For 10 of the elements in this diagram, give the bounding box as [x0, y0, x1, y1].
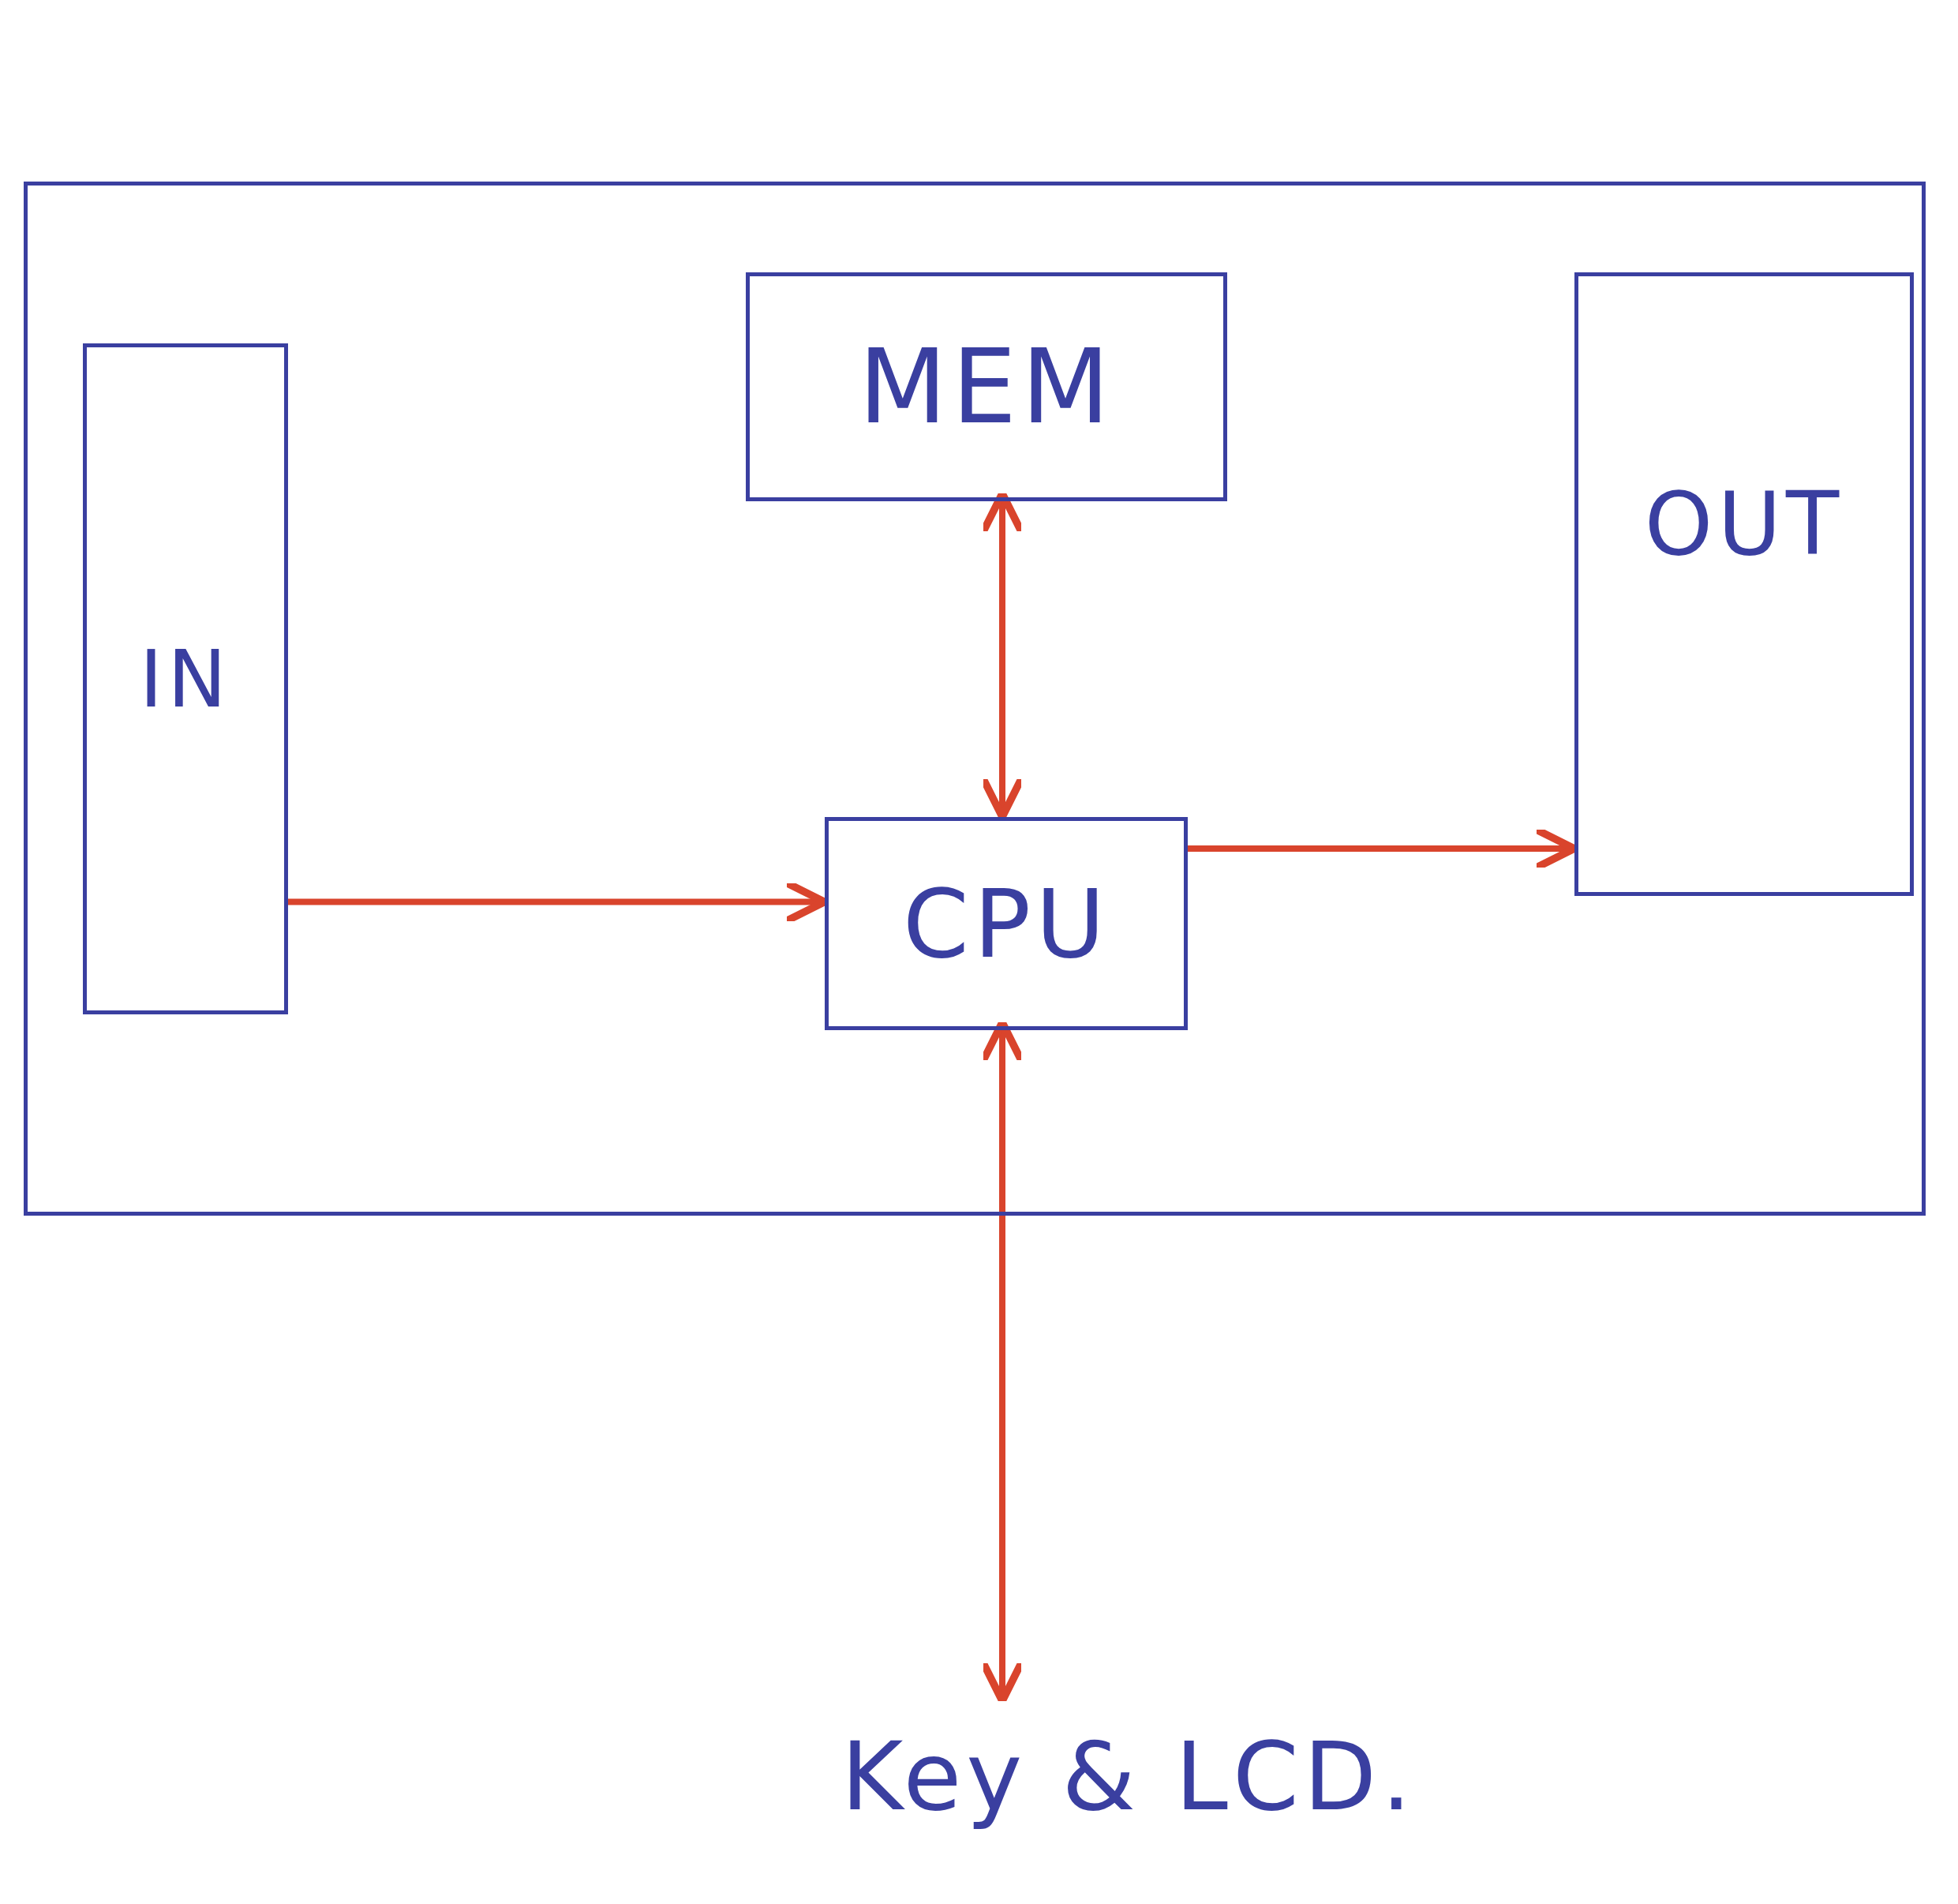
device-label: Key & LCD.	[840, 1721, 1417, 1831]
memory-box	[746, 272, 1227, 501]
input-box	[83, 343, 288, 1014]
cpu-box	[825, 817, 1188, 1030]
box-label: MEM	[858, 327, 1115, 447]
box-label: CPU	[903, 868, 1110, 979]
box-label: OUT	[1644, 474, 1844, 575]
system-frame	[24, 182, 1926, 1216]
box-label: IN	[139, 632, 232, 725]
output-box	[1574, 272, 1914, 896]
